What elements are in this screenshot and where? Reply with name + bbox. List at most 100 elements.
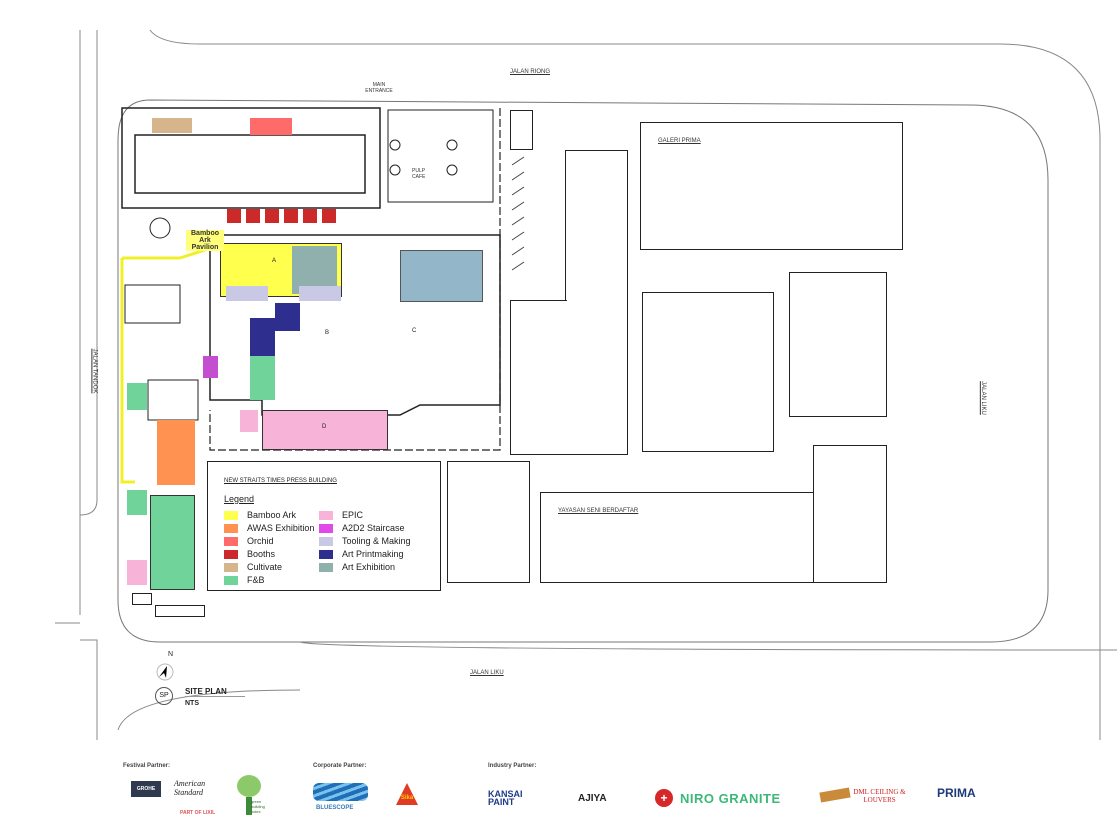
zone-fnb[interactable] <box>127 490 147 515</box>
street-jalan-liku-bottom: JALAN LIKU <box>470 670 504 676</box>
north-label: N <box>168 651 174 658</box>
legend-box: NEW STRAITS TIMES PRESS BUILDING Legend … <box>207 461 441 591</box>
legend-label: Bamboo Ark <box>247 510 297 520</box>
kansai-paint-logo: KANSAI PAINT <box>488 789 523 807</box>
festival-partner-title: Festival Partner: <box>123 763 171 769</box>
zone-art-printmaking[interactable] <box>275 303 300 331</box>
green-building-index-logo: green building index <box>237 775 267 815</box>
zone-b-label: B <box>325 330 330 336</box>
building-block <box>789 272 887 417</box>
zone-art-printmaking[interactable] <box>250 318 275 356</box>
legend-label: Art Printmaking <box>342 549 404 559</box>
legend-item: A2D2 Staircase <box>319 523 405 533</box>
legend-swatch <box>224 536 238 546</box>
legend-label: Booths <box>247 549 276 559</box>
zone-c-label: C <box>412 328 417 334</box>
legend-swatch <box>319 562 333 572</box>
building-block <box>447 461 530 583</box>
yayasan-building <box>540 492 814 583</box>
lixil-logo: PART OF LIXIL <box>180 810 216 816</box>
legend-label: AWAS Exhibition <box>247 523 315 533</box>
pulp-cafe-label: PULP CAFE <box>412 168 426 180</box>
street-jalan-riong: JALAN RIONG <box>510 69 551 75</box>
american-standard-logo: American Standard <box>174 779 206 797</box>
zone-tooling-making[interactable] <box>299 286 341 301</box>
north-arrow-icon <box>156 663 174 681</box>
ajiya-logo: AJIYA <box>578 793 607 804</box>
booth[interactable] <box>246 209 260 223</box>
legend-item: Tooling & Making <box>319 536 411 546</box>
zone-d-label: D <box>322 424 327 430</box>
building-block <box>813 445 887 583</box>
street-jalan-tandok: JALAN TANDOK <box>91 348 98 394</box>
building-tall-annex <box>510 300 567 455</box>
booth[interactable] <box>303 209 317 223</box>
street-jalan-liku-side: JALAN LIKU <box>979 381 986 415</box>
corporate-partner-title: Corporate Partner: <box>313 763 367 769</box>
legend-swatch <box>319 536 333 546</box>
zone-epic[interactable] <box>240 410 258 432</box>
booth[interactable] <box>284 209 298 223</box>
zone-orchid[interactable] <box>250 118 292 135</box>
galeri-prima-building <box>640 122 903 250</box>
site-plan-badge: SP <box>155 687 173 705</box>
legend-swatch <box>319 510 333 520</box>
legend-label: Art Exhibition <box>342 562 396 572</box>
legend-label: Cultivate <box>247 562 283 572</box>
booth[interactable] <box>322 209 336 223</box>
zone-art-exhibition-blue[interactable] <box>400 250 483 302</box>
bluescope-logo-icon <box>313 783 368 801</box>
legend-label: Tooling & Making <box>342 536 411 546</box>
zone-cultivate[interactable] <box>152 118 192 133</box>
legend-swatch <box>224 510 238 520</box>
dml-logo-icon <box>819 787 851 803</box>
legend-label: Orchid <box>247 536 274 546</box>
legend-item: Bamboo Ark <box>224 510 296 520</box>
bamboo-ark-pavilion-label: Bamboo Ark Pavilion <box>186 230 224 251</box>
zone-awas-exhibition[interactable] <box>157 420 195 485</box>
legend-swatch <box>224 562 238 572</box>
zone-epic[interactable] <box>127 560 147 585</box>
site-plan-drawing <box>55 29 1117 740</box>
legend-swatch <box>319 549 333 559</box>
galeri-prima-label: GALERI PRIMA <box>658 138 701 144</box>
niro-granite-logo: NIRO GRANITE <box>680 791 781 806</box>
building-tall <box>565 150 628 455</box>
legend-item: Art Exhibition <box>319 562 395 572</box>
dml-logo: DML CEILING & LOUVERS <box>853 788 906 804</box>
legend-heading: Legend <box>224 494 255 504</box>
booth[interactable] <box>227 209 241 223</box>
legend-item: Orchid <box>224 536 274 546</box>
building-small <box>510 110 533 150</box>
industry-partner-title: Industry Partner: <box>488 763 537 769</box>
main-entrance-label: MAIN ENTRANCE <box>365 82 393 94</box>
site-plan-title: SITE PLAN <box>185 687 245 697</box>
zone-a-label: A <box>272 258 277 264</box>
zone-epic[interactable] <box>262 410 388 450</box>
sika-logo: Sika <box>396 783 418 805</box>
prima-logo: PRIMA <box>937 786 976 800</box>
zone-fnb[interactable] <box>250 356 275 400</box>
legend-swatch <box>224 549 238 559</box>
zone-tooling-making[interactable] <box>226 286 268 301</box>
zone-fnb[interactable] <box>150 495 195 590</box>
legend-item: AWAS Exhibition <box>224 523 314 533</box>
booth[interactable] <box>265 209 279 223</box>
legend-swatch <box>224 575 238 585</box>
legend-label: F&B <box>247 575 265 585</box>
yayasan-label: YAYASAN SENI BERDAFTAR <box>558 508 639 514</box>
legend-item: Booths <box>224 549 275 559</box>
site-plan-scale: NTS <box>185 700 199 707</box>
legend-label: EPIC <box>342 510 364 520</box>
legend-label: A2D2 Staircase <box>342 523 405 533</box>
legend-building-title: NEW STRAITS TIMES PRESS BUILDING <box>224 478 337 484</box>
zone-fnb[interactable] <box>127 383 147 410</box>
parking-bay <box>155 605 205 617</box>
bluescope-logo: BLUESCOPE <box>316 805 354 811</box>
legend-item: Art Printmaking <box>319 549 404 559</box>
building-block <box>642 292 774 452</box>
legend-swatch <box>224 523 238 533</box>
niro-cross-icon: + <box>655 789 673 807</box>
zone-a2d2-staircase[interactable] <box>203 356 218 378</box>
legend-item: Cultivate <box>224 562 282 572</box>
